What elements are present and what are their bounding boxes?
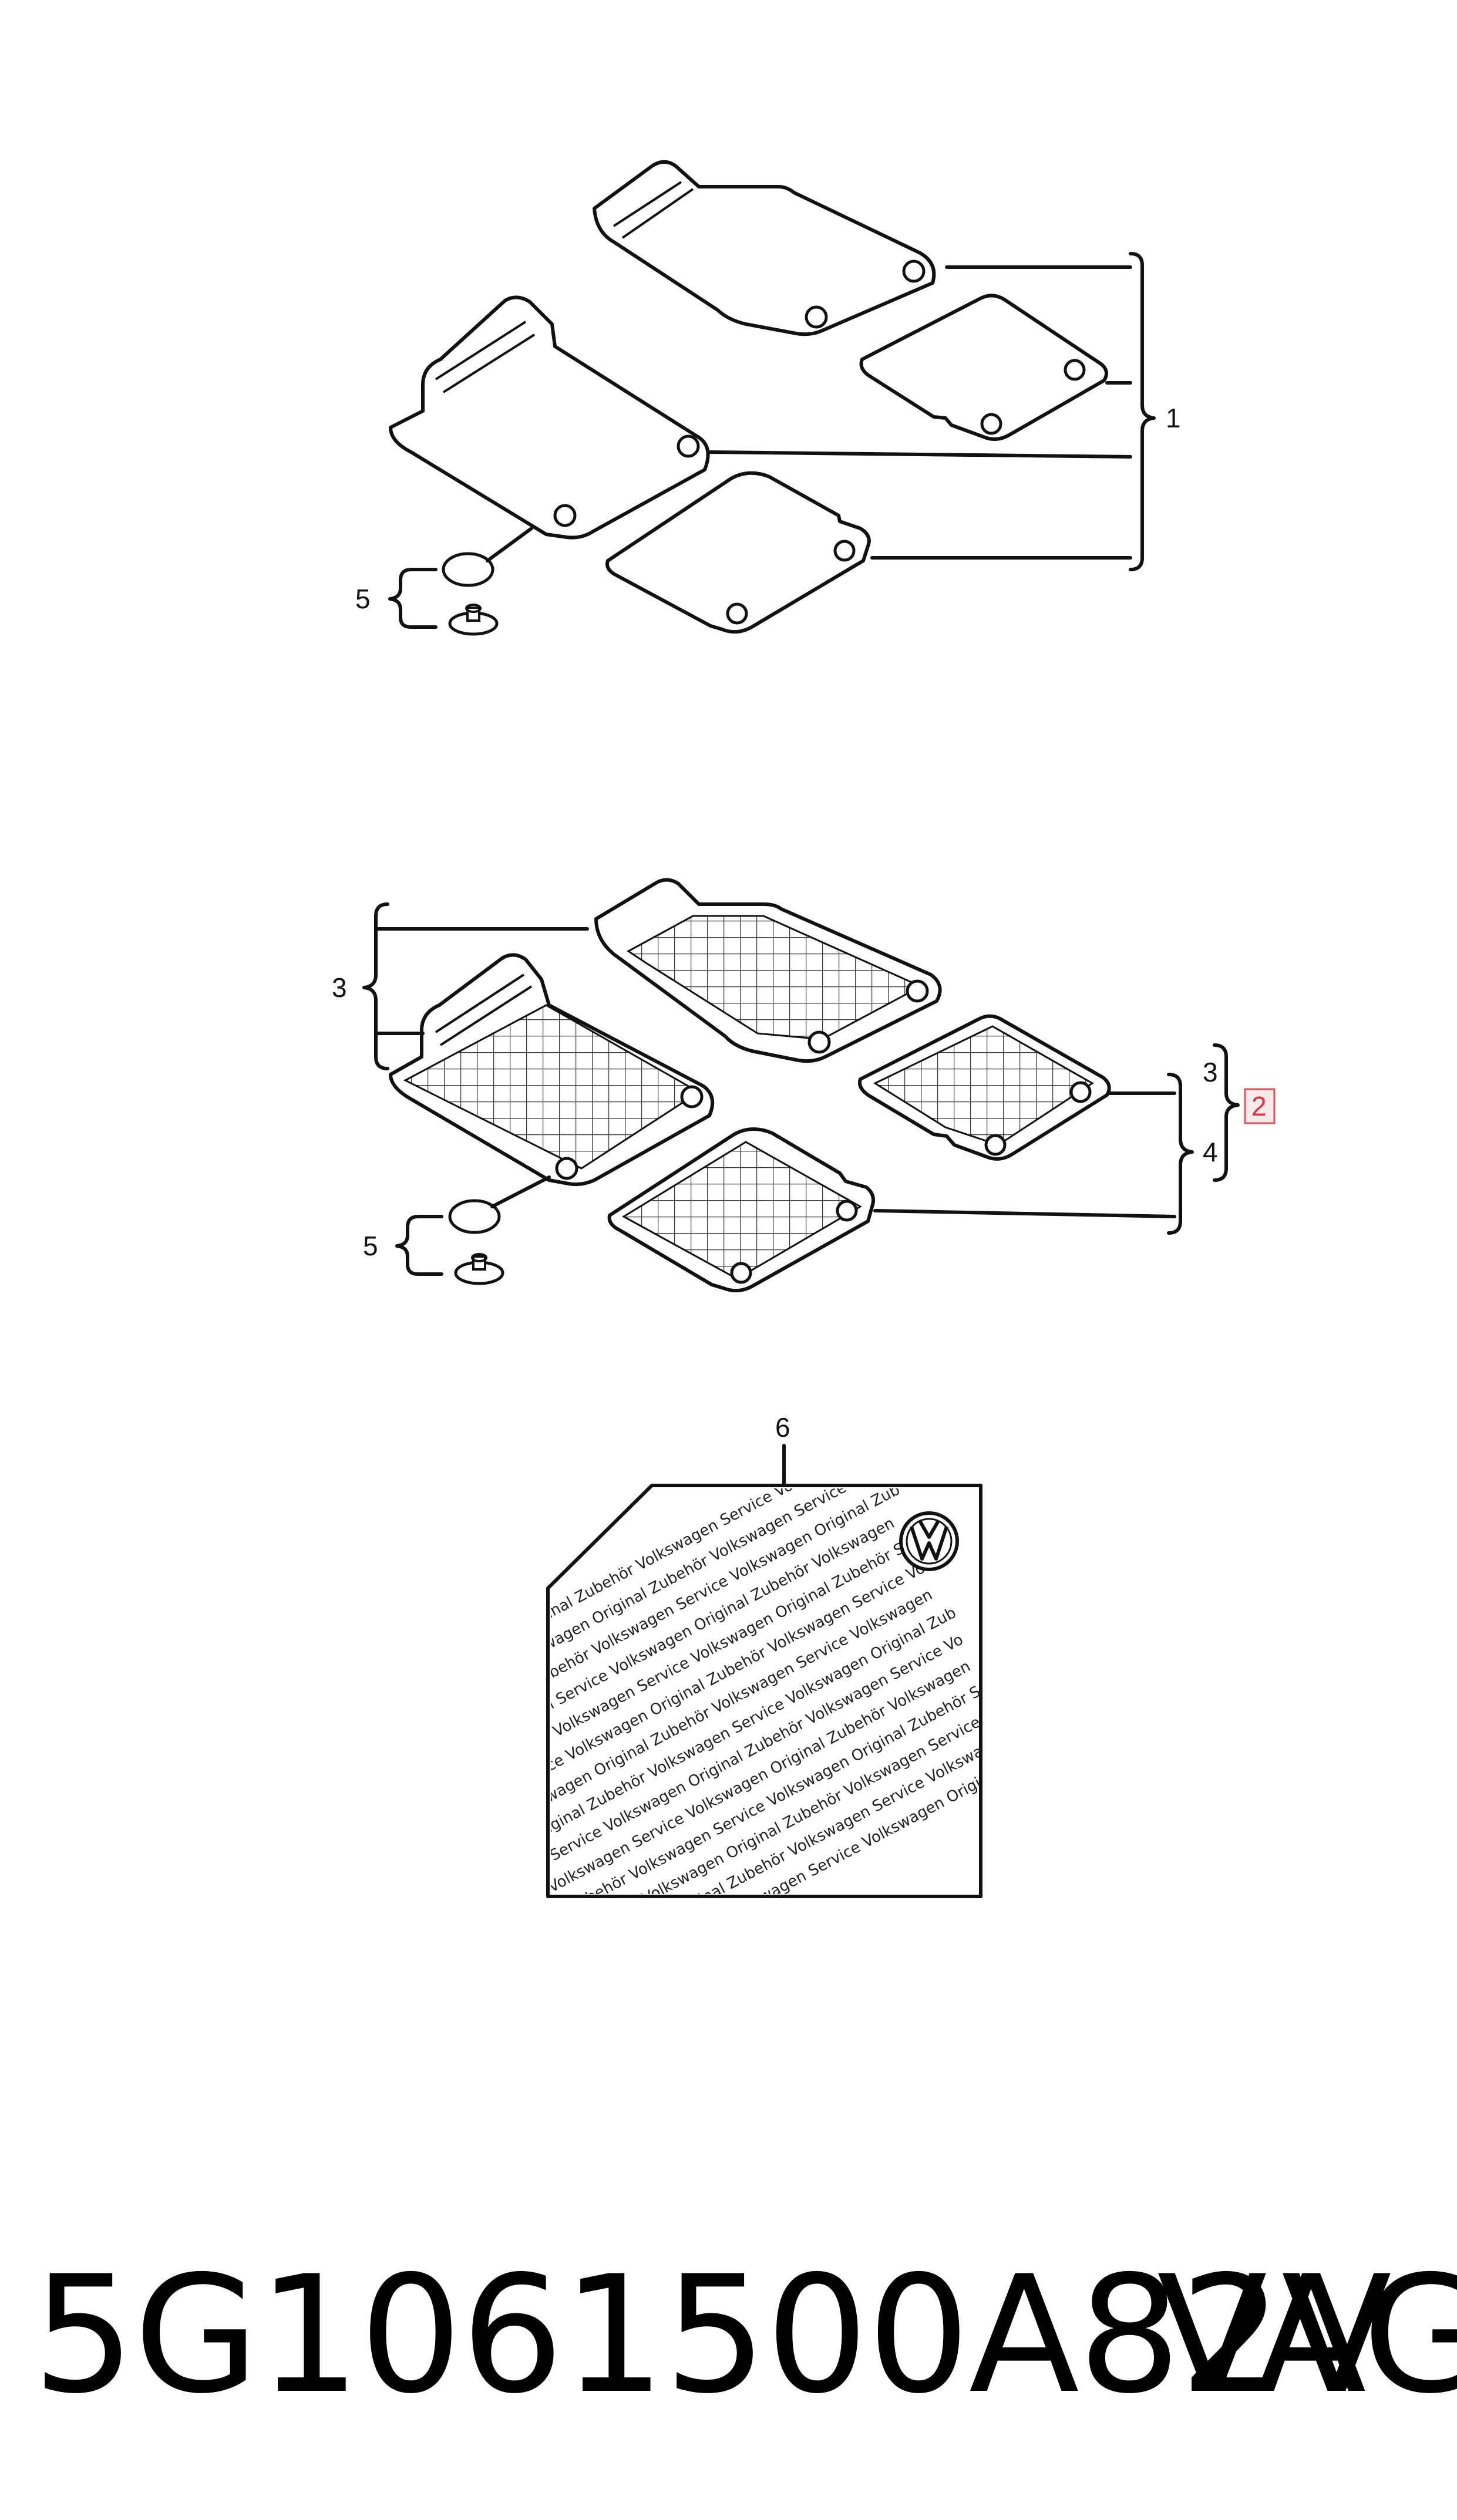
bracket-5-top: [388, 568, 438, 629]
fastener-clip-top: [442, 527, 533, 636]
plain-mat-front-right: [859, 294, 1108, 441]
grid-mat-set: 3 3 4 2 5: [332, 878, 1276, 1293]
callout-3-left: 3: [332, 972, 347, 1003]
callout-5-bottom: 5: [363, 1231, 378, 1261]
bracket-1: [1129, 252, 1156, 571]
callout-3-right: 3: [1203, 1057, 1218, 1087]
callout-2[interactable]: 2: [1251, 1091, 1267, 1121]
callout-2-highlight[interactable]: [1244, 1088, 1276, 1124]
bracket-2: [1213, 1043, 1240, 1182]
callout-1: 1: [1166, 403, 1181, 433]
brand-name: VAG: [1157, 2241, 1457, 2429]
plain-mat-rear-bottom: [605, 471, 871, 634]
callout-4: 4: [1203, 1137, 1218, 1167]
plain-mat-front-left: [389, 295, 710, 540]
plain-mat-rear-top: [593, 160, 936, 336]
plain-mat-set: 1 5: [355, 160, 1181, 636]
bracket-5-bottom: [395, 1215, 443, 1276]
callout-5-top: 5: [355, 584, 371, 614]
bracket-3-left: [362, 902, 389, 1070]
service-label: 6 Volkswagen Original Zubehör Volkswagen…: [546, 1412, 982, 1898]
callout-6: 6: [775, 1412, 790, 1443]
bracket-4: [1167, 1073, 1194, 1235]
label-outline: [546, 1484, 982, 1898]
part-number: 5G1061500A82V: [32, 2241, 1392, 2429]
vw-logo-icon: [899, 1511, 959, 1571]
fastener-clip-bottom: [448, 1175, 551, 1285]
